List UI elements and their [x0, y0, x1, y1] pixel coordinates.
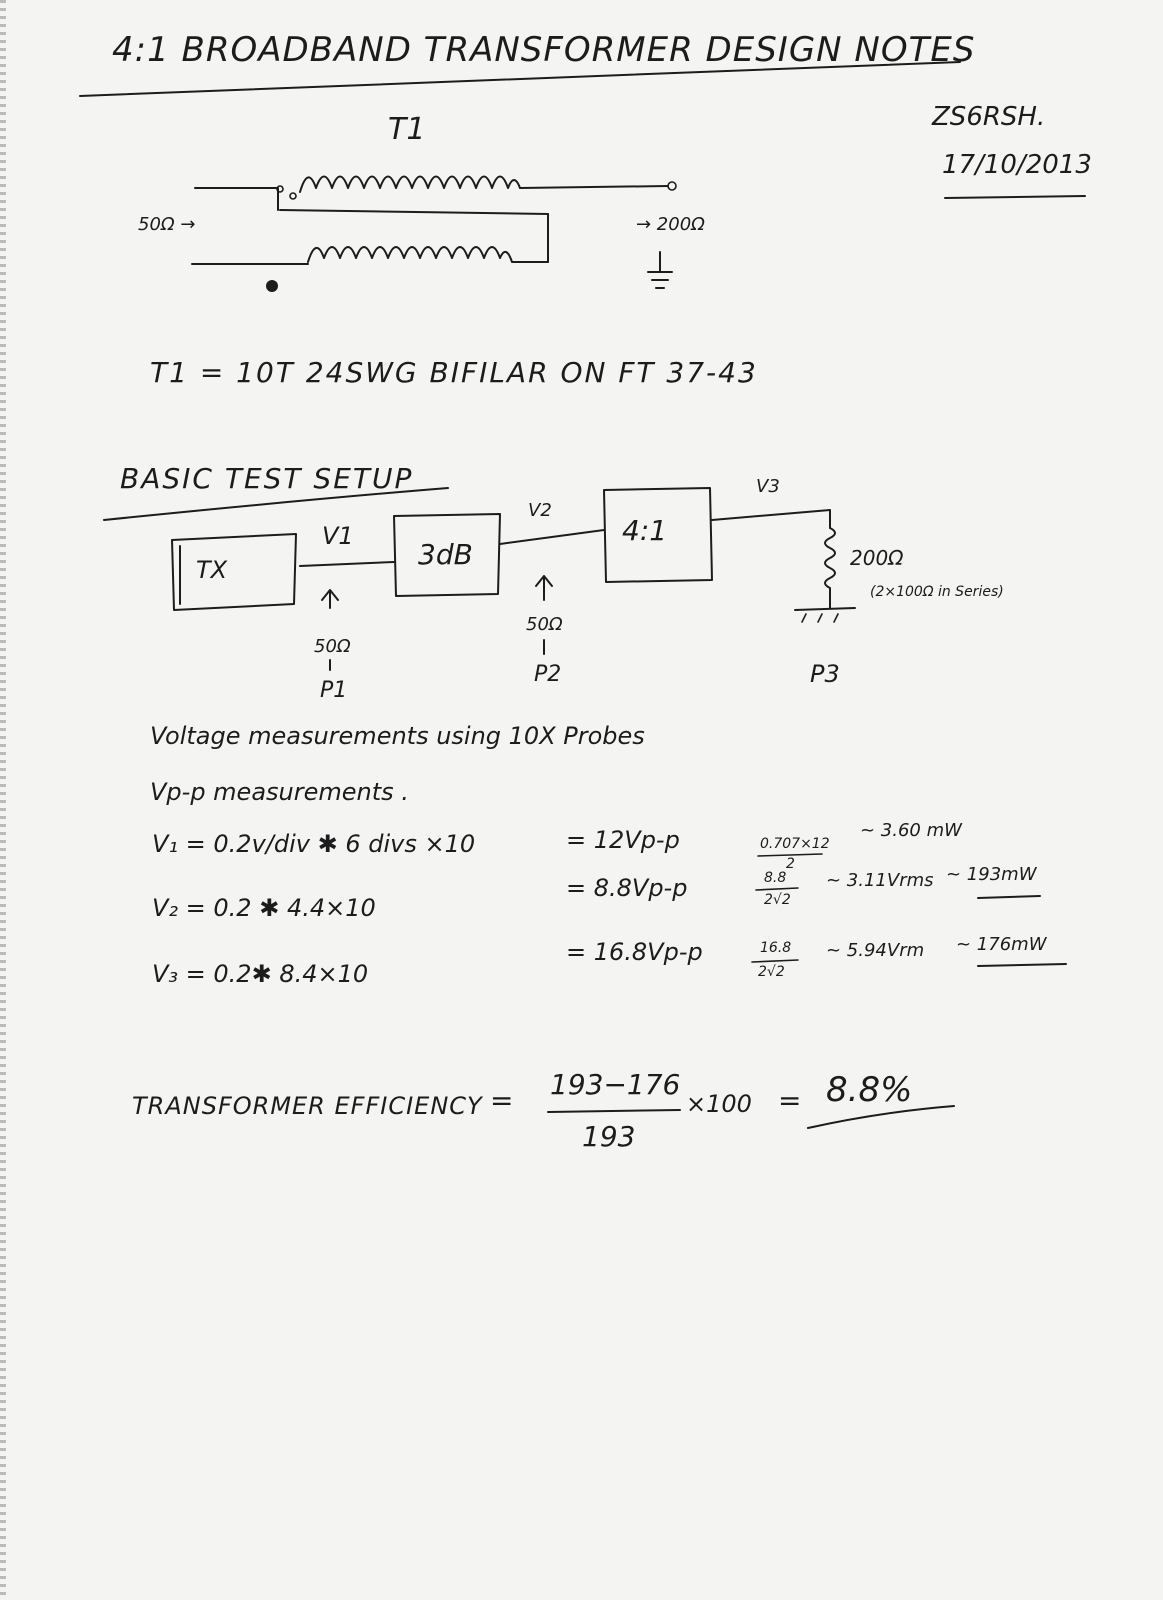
calc-lhs: V₂ = 0.2 ✱ 4.4×10 [152, 894, 376, 922]
callsign: ZS6RSH. [932, 102, 1046, 132]
transformer-box [603, 487, 713, 583]
probe2-arrow [535, 575, 553, 601]
efficiency-multiplier: ×100 [686, 1090, 752, 1118]
primary-output-wire [519, 185, 669, 189]
v2-label: V2 [528, 500, 552, 521]
calc-power: ~ 176mW [956, 934, 1047, 955]
load-note: (2×100Ω in Series) [870, 584, 1004, 600]
calc-conv-den: 2√2 [764, 892, 791, 908]
result-underline [807, 1105, 955, 1129]
ground-symbol [647, 251, 673, 289]
transformer-schematic [191, 175, 677, 292]
efficiency-fraction-bar [547, 1109, 681, 1113]
calc-rms: ~ 3.11Vrms [826, 870, 934, 891]
efficiency-label: TRANSFORMER EFFICIENCY [132, 1092, 483, 1120]
crossover-wire [279, 209, 549, 215]
date: 17/10/2013 [942, 150, 1092, 180]
winding-spec: T1 = 10T 24SWG BIFILAR ON FT 37-43 [150, 356, 758, 389]
wire-tx-att [299, 561, 395, 567]
calc-power: ~ 193mW [946, 864, 1037, 885]
probe2-impedance: 50Ω [526, 614, 563, 635]
setup-heading: BASIC TEST SETUP [120, 462, 414, 495]
page-title: 4:1 BROADBAND TRANSFORMER DESIGN NOTES [112, 30, 976, 70]
transformer-ratio-label: 4:1 [622, 514, 668, 547]
power3-underline [977, 963, 1067, 967]
tx-box [171, 533, 297, 611]
phase-dot [289, 192, 297, 200]
probe1-impedance: 50Ω [314, 636, 351, 657]
calc-conv-num: 0.707×12 [760, 836, 830, 852]
probe3-label: P3 [810, 660, 840, 688]
efficiency-numerator: 193−176 [550, 1068, 681, 1101]
secondary-winding [307, 246, 549, 263]
wire-xfmr-load [711, 509, 831, 529]
output-impedance: → 200Ω [636, 214, 705, 235]
probe1-arrow [321, 589, 339, 609]
note-probes: Voltage measurements using 10X Probes [150, 722, 645, 750]
calc-vpp: = 12Vp-p [566, 826, 680, 854]
wire-att-xfmr [499, 529, 605, 545]
attenuator-box [393, 513, 501, 597]
frac3-bar [751, 959, 799, 963]
setup-heading-underline [103, 487, 449, 521]
binder-edge [0, 0, 6, 1600]
load-resistor [824, 527, 836, 609]
title-underline [79, 61, 961, 97]
output-terminal [667, 181, 677, 191]
calc-conv-den: 2√2 [758, 964, 785, 980]
efficiency-result: 8.8% [826, 1070, 913, 1110]
transformer-label: T1 [388, 112, 426, 147]
calc-rms: ~ 5.94Vrm [826, 940, 925, 961]
efficiency-denominator: 193 [582, 1120, 636, 1153]
test-setup-diagram [171, 487, 856, 671]
load-ground-hatch [801, 613, 839, 623]
secondary-phase-dot [266, 280, 278, 292]
probe2-label: P2 [534, 662, 562, 687]
load-value: 200Ω [850, 546, 904, 570]
efficiency-equals-2: = [778, 1084, 802, 1117]
probe1-label: P1 [320, 678, 348, 703]
note-vpp: Vp-p measurements . [150, 778, 409, 806]
calc-rms: ~ 3.60 mW [860, 820, 962, 841]
calc-conv-den: 2 [786, 856, 795, 872]
date-underline [944, 195, 1086, 199]
tx-label: TX [196, 556, 228, 584]
v1-label: V1 [322, 522, 354, 550]
calc-conv-num: 16.8 [760, 940, 792, 956]
attenuator-label: 3dB [418, 538, 473, 571]
v3-label: V3 [756, 476, 780, 497]
calc-lhs: V₁ = 0.2v/div ✱ 6 divs ×10 [152, 830, 476, 858]
load-ground-bar [794, 607, 856, 611]
calc-vpp: = 16.8Vp-p [566, 938, 703, 966]
calc-vpp: = 8.8Vp-p [566, 874, 688, 902]
power2-underline [977, 895, 1041, 899]
calc-conv-num: 8.8 [764, 870, 787, 886]
efficiency-equals: = [490, 1084, 514, 1117]
primary-winding [299, 175, 521, 193]
calc-lhs: V₃ = 0.2✱ 8.4×10 [152, 960, 369, 988]
frac1-bar [757, 853, 823, 857]
frac2-bar [755, 887, 799, 891]
input-impedance: 50Ω → [138, 214, 196, 235]
